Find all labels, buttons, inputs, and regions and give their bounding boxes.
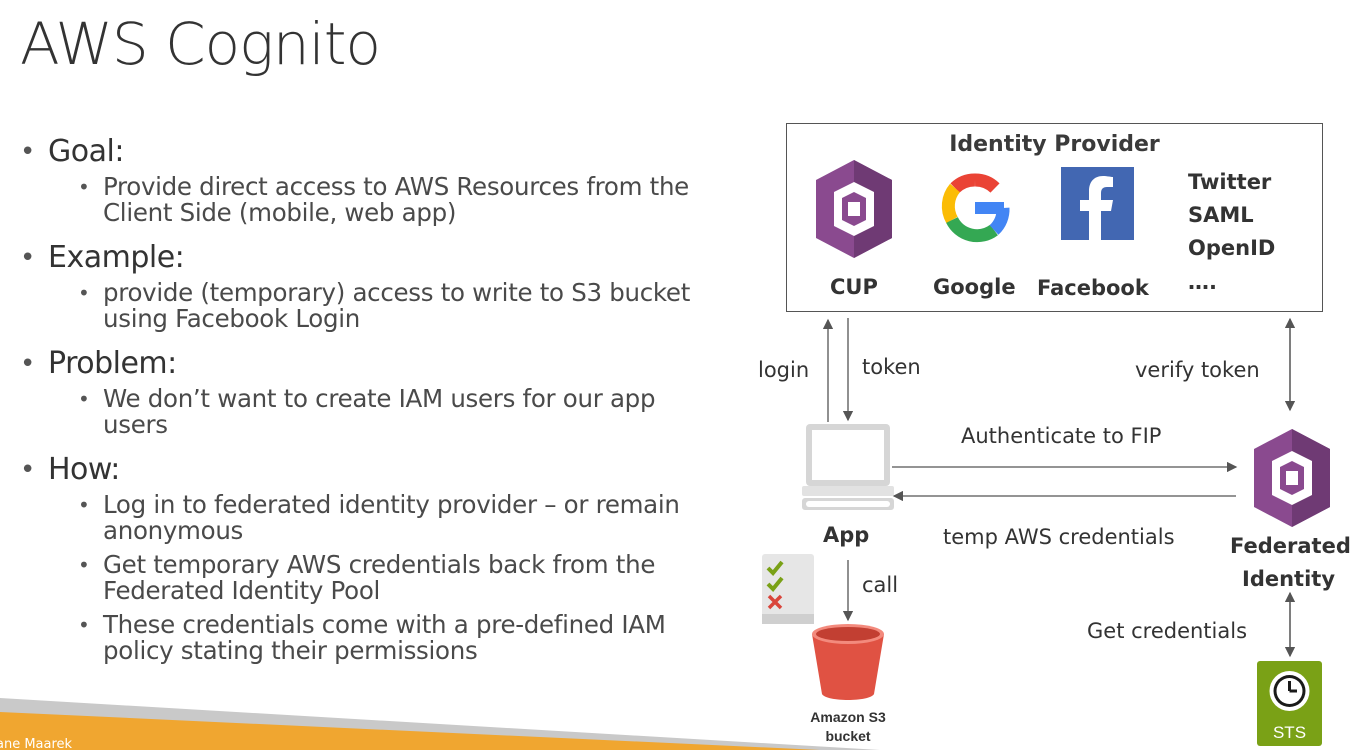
s3-label: Amazon S3 bucket	[788, 708, 908, 746]
bullet-problem-item: We don’t want to create IAM users for ou…	[18, 386, 718, 438]
app-label: App	[823, 523, 870, 547]
bullet-example: Example:	[18, 240, 718, 276]
provider-more: ….	[1188, 270, 1217, 294]
provider-twitter: Twitter	[1188, 170, 1272, 194]
provider-openid: OpenID	[1188, 236, 1276, 260]
bullet-how-item-3: These credentials come with a pre-define…	[18, 612, 718, 664]
token-label: token	[862, 355, 921, 379]
checklist-icon	[762, 554, 814, 624]
bullet-goal-item: Provide direct access to AWS Resources f…	[18, 174, 718, 226]
bullet-how: How:	[18, 452, 718, 488]
federated-identity-label-2: Identity	[1242, 567, 1336, 591]
s3-label-line-1: Amazon S3	[810, 709, 886, 725]
slide-title: AWS Cognito	[20, 10, 381, 78]
facebook-label: Facebook	[1037, 276, 1149, 300]
sts-clock-icon	[1269, 671, 1310, 711]
bullet-list: Goal: Provide direct access to AWS Resou…	[18, 126, 718, 664]
cognito-diagram: Identity Provider CUP Google Facebook Tw…	[740, 100, 1350, 750]
federated-identity-label-1: Federated	[1230, 534, 1350, 558]
provider-saml: SAML	[1188, 203, 1254, 227]
temp-credentials-label: temp AWS credentials	[943, 525, 1175, 549]
bullet-problem: Problem:	[18, 346, 718, 382]
bullet-how-item-1: Log in to federated identity provider – …	[18, 492, 718, 544]
sts-label: STS	[1272, 723, 1307, 742]
google-label: Google	[933, 275, 1016, 299]
cognito-icon	[816, 160, 892, 258]
laptop-icon	[802, 424, 894, 510]
sts-box: STS	[1257, 661, 1322, 746]
cup-label: CUP	[830, 275, 878, 299]
identity-provider-title: Identity Provider	[949, 132, 1160, 157]
login-label: login	[758, 358, 810, 382]
s3-label-line-2: bucket	[825, 728, 871, 744]
footer-band	[0, 698, 880, 750]
bullet-example-item: provide (temporary) access to write to S…	[18, 280, 718, 332]
authenticate-label: Authenticate to FIP	[961, 424, 1162, 448]
federated-cognito-icon	[1254, 429, 1330, 527]
call-label: call	[862, 573, 899, 597]
get-credentials-label: Get credentials	[1087, 619, 1248, 643]
google-icon	[941, 173, 1010, 243]
s3-bucket-icon	[812, 624, 884, 700]
diagram-arrows	[822, 317, 1296, 658]
verify-token-label: verify token	[1135, 358, 1260, 382]
facebook-icon	[1061, 167, 1134, 240]
bullet-how-item-2: Get temporary AWS credentials back from …	[18, 552, 718, 604]
bullet-goal: Goal:	[18, 134, 718, 170]
footer-author: ane Maarek	[0, 737, 73, 752]
